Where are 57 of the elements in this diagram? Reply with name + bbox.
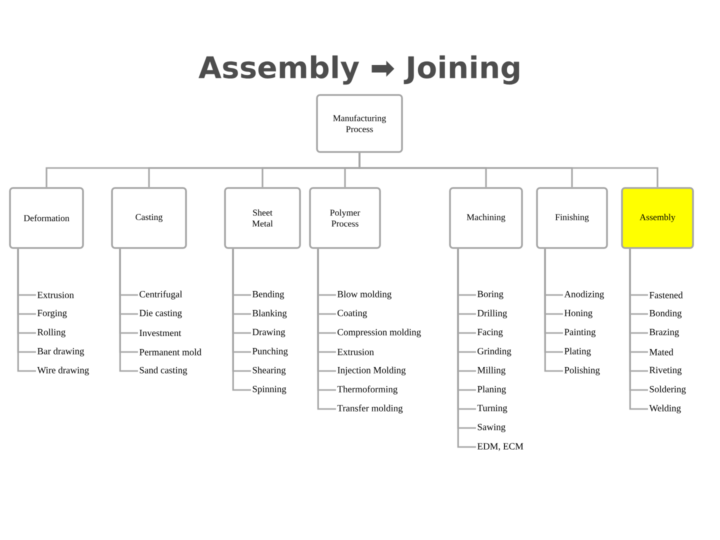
list-item: Spinning: [252, 386, 286, 394]
list-item: Centrifugal: [140, 290, 182, 300]
list-item: Bonding: [649, 310, 682, 318]
list-item: Extrusion: [37, 292, 74, 298]
list-item: Permanent mold: [139, 348, 202, 356]
list-item: Die casting: [139, 310, 182, 318]
list-item: Plating: [564, 348, 591, 356]
title: Assembly ➡ Joining: [198, 55, 520, 85]
list-item: Sand casting: [140, 366, 188, 376]
list-item: Painting: [564, 328, 596, 338]
list-item: Wire drawing: [37, 366, 89, 376]
list-item: Riveting: [649, 366, 682, 376]
list-item: Sawing: [478, 424, 506, 432]
list-item: Extrusion: [337, 348, 374, 356]
list-item: Honing: [564, 310, 592, 318]
list-item: Polishing: [564, 366, 600, 376]
list-item: Compression molding: [338, 328, 421, 338]
list-item: Anodizing: [564, 290, 604, 300]
category-box: Machining: [449, 187, 523, 249]
list-item: Punching: [252, 348, 288, 356]
list-item: Grinding: [478, 348, 512, 356]
connector-line: [544, 248, 563, 372]
list-item: Blow molding: [337, 290, 392, 300]
category-box: Polymer Process: [309, 187, 381, 249]
list-item: Turning: [477, 404, 508, 414]
list-item: Brazing: [649, 328, 679, 338]
connector-line: [17, 248, 36, 372]
list-item: Welding: [649, 404, 681, 414]
category-box: Deformation: [9, 187, 84, 249]
list-item: Blanking: [252, 310, 287, 318]
list-item: Bending: [252, 290, 284, 300]
list-item: Coating: [338, 310, 367, 318]
category-box: Sheet Metal: [224, 187, 301, 249]
list-item: Rolling: [37, 328, 66, 338]
list-item: Planing: [477, 386, 506, 394]
connector-line: [119, 248, 138, 372]
list-item: Soldering: [650, 386, 686, 394]
list-item: Investment: [140, 330, 182, 336]
list-item: Forging: [37, 310, 67, 318]
list-item: Mated: [649, 348, 674, 356]
list-item: EDM, ECM: [477, 443, 524, 451]
category-box: Finishing: [536, 187, 608, 249]
connector-line: [358, 152, 658, 188]
list-item: Bar drawing: [37, 348, 84, 356]
list-item: Thermoforming: [337, 386, 398, 394]
list-item: Drilling: [477, 310, 507, 318]
list-item: Boring: [477, 290, 504, 300]
list-item: Shearing: [252, 366, 286, 376]
list-item: Milling: [477, 366, 506, 376]
category-box: Casting: [111, 187, 187, 249]
list-item: Drawing: [252, 328, 286, 338]
list-item: Fastened: [649, 292, 683, 298]
list-item: Transfer molding: [337, 404, 403, 414]
list-item: Injection Molding: [338, 366, 406, 376]
category-box: Assembly: [621, 187, 694, 249]
list-item: Facing: [477, 328, 503, 338]
process-box: Manufacturing Process: [316, 94, 403, 153]
